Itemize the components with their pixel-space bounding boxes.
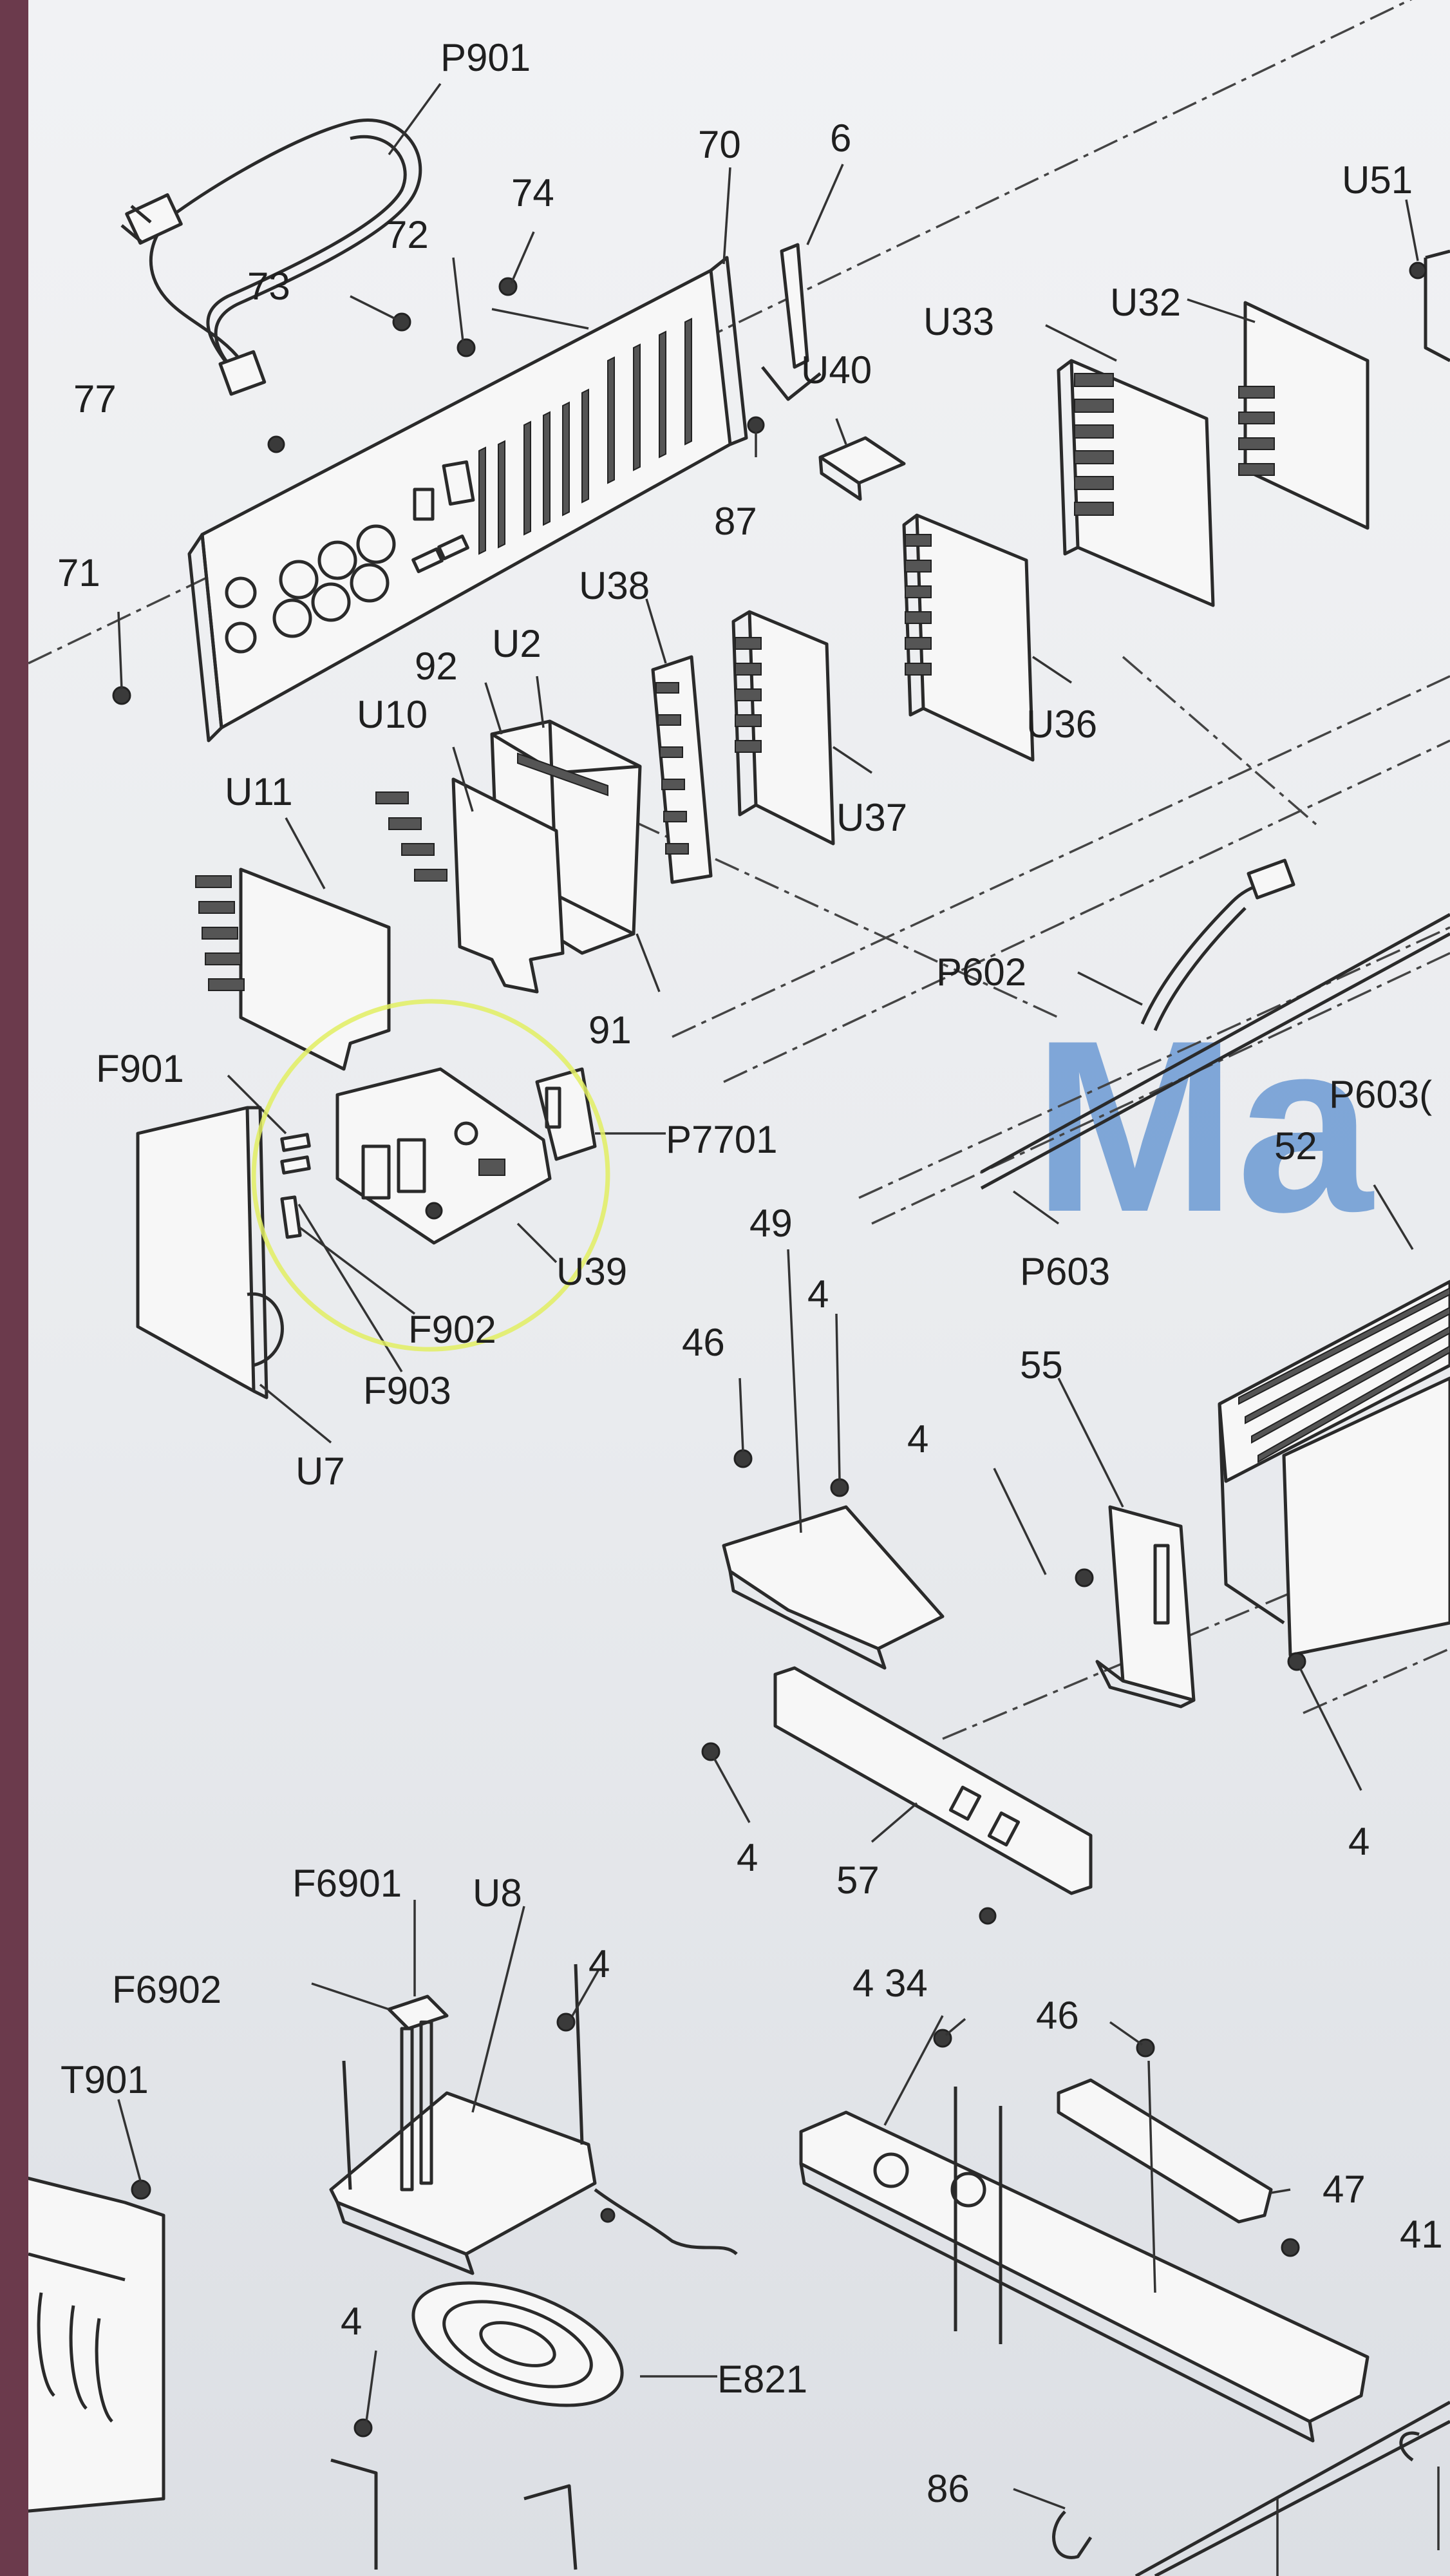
label-86: 86	[927, 2467, 970, 2510]
board-u7	[136, 1106, 332, 1444]
watermark-text: Ma	[1033, 989, 1374, 1263]
label-P7701: P7701	[666, 1118, 778, 1161]
label-73: 73	[247, 265, 290, 308]
label-4-d: 4	[1348, 1820, 1370, 1863]
label-70: 70	[698, 123, 741, 166]
label-87: 87	[714, 500, 757, 543]
connector-p7701	[535, 1067, 666, 1161]
exploded-view-diagram: Ma	[28, 0, 1450, 2576]
label-P6030: P603(	[1329, 1073, 1432, 1116]
harness-p602	[1077, 858, 1295, 1031]
label-U39: U39	[556, 1250, 627, 1293]
label-U37: U37	[836, 796, 907, 839]
label-U40: U40	[801, 348, 872, 392]
label-91: 91	[588, 1009, 632, 1052]
label-F901: F901	[96, 1047, 184, 1090]
label-U51: U51	[1342, 158, 1413, 202]
parts-sheet: Ma	[28, 0, 1450, 2576]
label-46-b: 46	[1036, 1994, 1079, 2037]
label-P901: P901	[440, 36, 531, 79]
assembly-lines	[28, 0, 1450, 1740]
label-47: 47	[1323, 2168, 1366, 2211]
board-u8	[311, 1900, 738, 2275]
label-U36: U36	[1026, 703, 1097, 746]
label-49: 49	[749, 1202, 793, 1245]
board-u32	[1187, 298, 1370, 530]
board-u36	[902, 513, 1072, 762]
label-U7: U7	[296, 1450, 345, 1493]
bracket-47	[1057, 2021, 1300, 2293]
bracket-55	[993, 1378, 1196, 1709]
label-72: 72	[386, 213, 429, 256]
part-labels: P901 70 6 74 72 73 U51 U33 U32 U40 77 87…	[57, 36, 1443, 2510]
board-u39	[335, 1067, 558, 1264]
fuses-f901-f903	[227, 1074, 416, 1372]
label-57: 57	[836, 1859, 880, 1902]
bracket-49	[722, 1249, 945, 1670]
label-U2: U2	[492, 622, 541, 665]
front-panel-switch-rows	[411, 317, 692, 574]
label-4-a: 4	[807, 1273, 829, 1316]
label-4-e: 4	[588, 1942, 610, 1985]
power-cord-p901	[120, 82, 442, 396]
label-6: 6	[830, 117, 851, 160]
label-P602: P602	[936, 951, 1026, 994]
bracket-57	[701, 1666, 1093, 1895]
label-U10: U10	[357, 693, 428, 736]
label-P603: P603	[1020, 1250, 1110, 1293]
harness-p603	[980, 913, 1450, 1225]
board-u33	[1045, 324, 1215, 607]
label-74: 74	[511, 171, 554, 214]
label-U33: U33	[923, 300, 994, 343]
label-E821: E821	[717, 2358, 807, 2401]
label-F902: F902	[408, 1308, 496, 1351]
label-F903: F903	[363, 1369, 451, 1412]
front-panel-board-70	[187, 167, 748, 743]
board-u51	[1405, 199, 1450, 363]
label-41: 41	[1400, 2213, 1443, 2256]
label-71: 71	[57, 551, 100, 594]
board-u37	[731, 610, 872, 846]
label-52: 52	[1274, 1124, 1317, 1168]
label-F6902: F6902	[112, 1968, 221, 2011]
board-u10	[375, 746, 565, 994]
heatsink-52	[1218, 1184, 1450, 1791]
label-U38: U38	[579, 564, 650, 607]
label-4-b: 4	[907, 1417, 928, 1461]
label-U8: U8	[473, 1871, 522, 1915]
transformer-t901	[28, 2099, 165, 2513]
label-T901: T901	[61, 2058, 149, 2101]
bottom-rail	[1013, 2400, 1450, 2576]
label-77: 77	[73, 377, 117, 421]
board-u38	[645, 598, 713, 884]
label-4-34: 4 34	[852, 1962, 928, 2005]
part-6-and-u40	[747, 164, 906, 501]
label-U32: U32	[1110, 281, 1181, 324]
bottom-plate	[799, 1907, 1370, 2443]
label-46-a: 46	[682, 1321, 725, 1364]
label-U11: U11	[225, 770, 293, 813]
label-4-f: 4	[341, 2300, 362, 2343]
highlight-circle	[251, 999, 610, 1352]
screws-71-74	[112, 231, 589, 705]
label-4-c: 4	[737, 1836, 758, 1879]
label-92: 92	[415, 645, 458, 688]
fan-e821	[330, 2281, 717, 2570]
board-u11	[195, 817, 391, 1071]
label-F6901: F6901	[292, 1862, 402, 1905]
front-panel-buttons	[225, 460, 475, 654]
label-55: 55	[1020, 1343, 1063, 1387]
